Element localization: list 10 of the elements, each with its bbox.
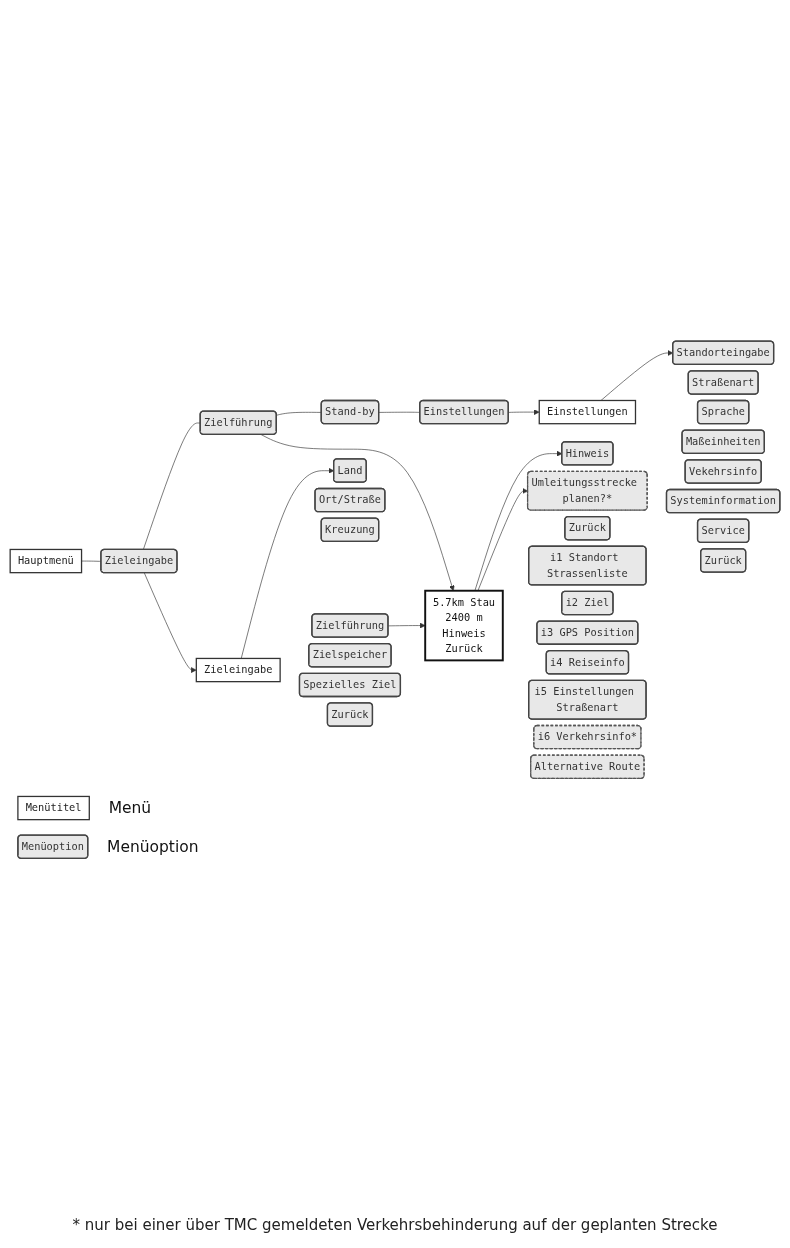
node-box: 5.7km Stau 2400 m Hinweis Zurück	[424, 589, 504, 662]
node-box: Einstellungen	[538, 399, 637, 425]
footnote: * nur bei einer über TMC gemeldeten Verkehrsbehinderung auf der geplanten Strecke	[72, 1216, 718, 1234]
node-caption: Menüoption	[107, 838, 199, 856]
node-box: Menütitel	[17, 795, 90, 821]
connector	[142, 422, 201, 551]
node-caption: Menü	[108, 799, 152, 818]
node-box: Hauptmenü	[9, 548, 83, 574]
connector	[276, 412, 322, 416]
node-box: Zieleingabe	[195, 657, 281, 683]
